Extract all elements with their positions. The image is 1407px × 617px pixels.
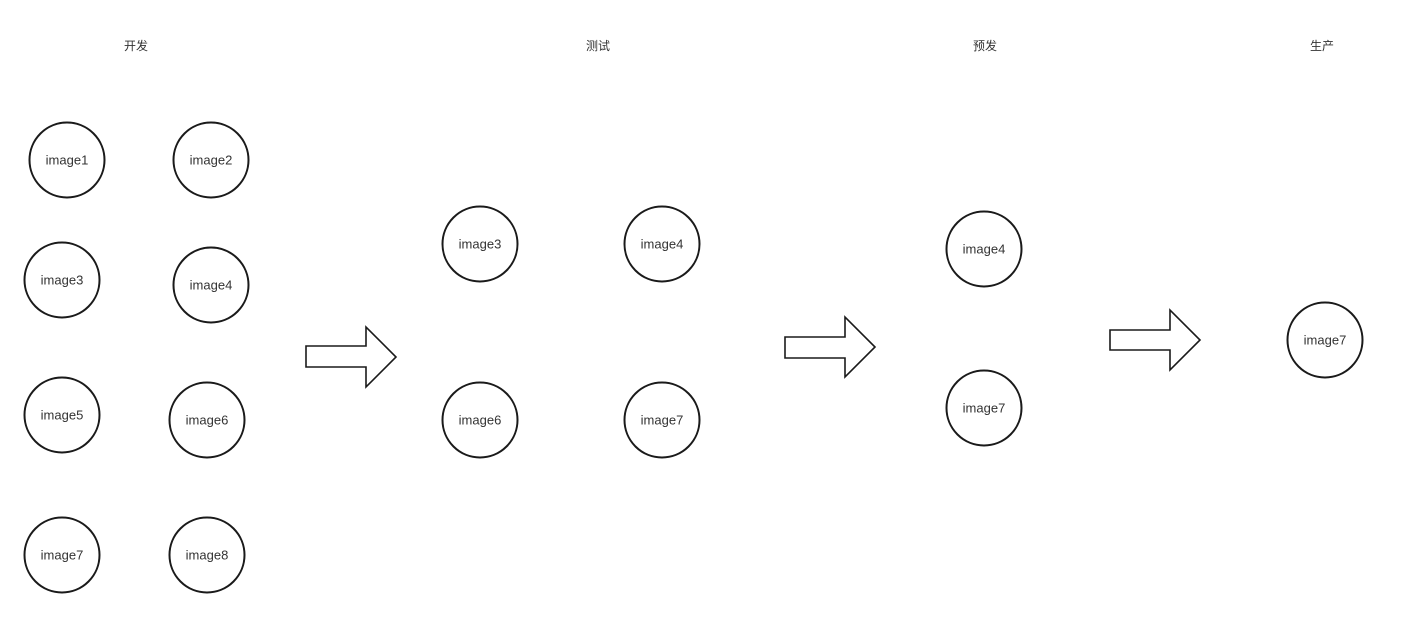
image-node-label: image1 (46, 153, 89, 168)
image-node-label: image2 (190, 153, 233, 168)
image-node: image2 (172, 121, 250, 199)
flow-arrow-icon (784, 315, 877, 379)
image-node-label: image7 (641, 413, 684, 428)
image-node-label: image3 (41, 273, 84, 288)
image-node-label: image6 (459, 413, 502, 428)
image-node: image3 (441, 205, 519, 283)
stage-prod: image7 (1286, 301, 1364, 379)
image-node-label: image3 (459, 237, 502, 252)
stage-title-test: 测试 (586, 38, 610, 53)
image-node: image8 (168, 516, 246, 594)
image-node: image4 (172, 246, 250, 324)
stage-title-pre: 预发 (973, 38, 997, 53)
image-node-label: image5 (41, 408, 84, 423)
image-node: image4 (945, 210, 1023, 288)
image-node-label: image6 (186, 413, 229, 428)
stage-title-prod: 生产 (1310, 39, 1334, 53)
image-node-label: image7 (41, 548, 84, 563)
stage-title-dev: 开发 (124, 38, 148, 53)
flow-arrow-icon (305, 325, 398, 389)
image-node: image7 (23, 516, 101, 594)
image-node: image5 (23, 376, 101, 454)
image-node: image7 (945, 369, 1023, 447)
image-node-label: image4 (963, 242, 1006, 257)
image-node: image6 (441, 381, 519, 459)
image-node: image6 (168, 381, 246, 459)
image-node: image7 (623, 381, 701, 459)
image-node-label: image7 (1304, 333, 1347, 348)
stage-pre: image4 image7 (945, 210, 1023, 447)
stage-test: image3 image4 image6 image7 (441, 205, 701, 459)
image-node: image7 (1286, 301, 1364, 379)
image-node-label: image4 (190, 278, 233, 293)
image-node-label: image4 (641, 237, 684, 252)
image-node: image4 (623, 205, 701, 283)
flow-arrow-icon (1109, 308, 1202, 372)
image-node-label: image8 (186, 548, 229, 563)
image-node: image3 (23, 241, 101, 319)
stage-dev: image1 image2 image3 image4 image5 image… (23, 121, 250, 594)
image-node: image1 (28, 121, 106, 199)
image-node-label: image7 (963, 401, 1006, 416)
